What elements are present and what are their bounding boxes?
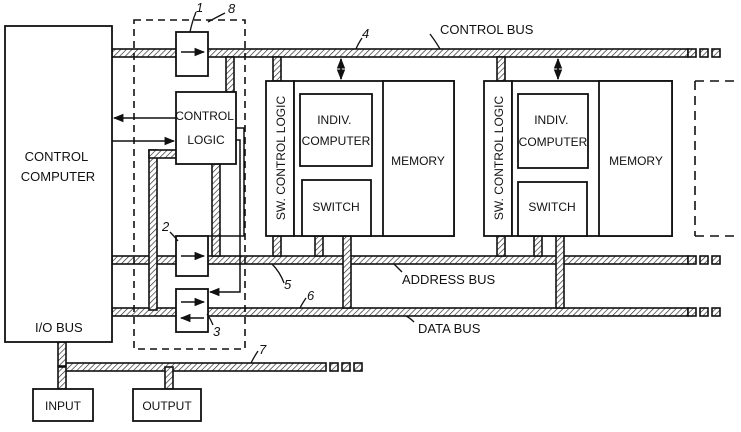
control-logic-to-register-2-line bbox=[208, 127, 245, 237]
unit2-switch-box bbox=[517, 181, 588, 237]
next-unit-stub bbox=[699, 307, 709, 317]
unit1-memory-label: MEMORY bbox=[391, 154, 445, 168]
output-label: OUTPUT bbox=[142, 399, 192, 413]
unit1-memory-box bbox=[382, 80, 455, 237]
input-label: INPUT bbox=[45, 399, 82, 413]
interface-enclosure bbox=[133, 19, 246, 350]
unit2-switch-label: SWITCH bbox=[528, 200, 575, 214]
register-1 bbox=[175, 31, 209, 77]
ref-8-leader bbox=[207, 12, 226, 23]
unit2-switch-data-link bbox=[555, 235, 565, 309]
data-bus-label: DATA BUS bbox=[418, 321, 481, 336]
output-drop bbox=[164, 366, 174, 390]
ref-6: 6 bbox=[307, 288, 315, 303]
io-bus-line bbox=[59, 362, 327, 372]
ref-5-leader bbox=[271, 263, 285, 284]
next-unit-stub bbox=[711, 48, 721, 58]
control-logic-to-register-3-line bbox=[208, 139, 241, 297]
control-logic-feedback-link bbox=[148, 149, 158, 311]
next-unit-stub bbox=[687, 255, 697, 265]
ref-4-leader bbox=[355, 37, 363, 50]
ref-4: 4 bbox=[362, 26, 369, 41]
unit1-indiv-computer-box bbox=[299, 93, 373, 167]
control-bus-label-leader bbox=[429, 33, 441, 50]
ref-6-leader bbox=[299, 297, 307, 309]
control-computer-box bbox=[4, 25, 113, 343]
next-unit-outline bbox=[694, 80, 736, 237]
unit2-address-link bbox=[496, 235, 506, 257]
ref-2-leader bbox=[169, 231, 179, 242]
unit1-switch-data-link bbox=[342, 235, 352, 309]
output-box bbox=[132, 388, 202, 422]
control-bus-label: CONTROL BUS bbox=[440, 22, 534, 37]
unit1-switch-address-link bbox=[314, 235, 324, 257]
control-computer-label: CONTROL COMPUTER bbox=[21, 149, 95, 184]
ref-3-leader bbox=[206, 313, 214, 326]
input-drop bbox=[57, 366, 67, 390]
control-logic-feedback-link bbox=[148, 149, 180, 159]
address-bus-label: ADDRESS BUS bbox=[402, 272, 496, 287]
control-logic-to-control-bus-link bbox=[225, 56, 235, 93]
unit1-address-link bbox=[272, 235, 282, 257]
ref-7-leader bbox=[250, 350, 259, 364]
unit2-control-link bbox=[496, 56, 506, 82]
unit2-memory-label: MEMORY bbox=[609, 154, 663, 168]
next-unit-stub bbox=[699, 255, 709, 265]
unit1-sw-control-logic-label: SW. CONTROL LOGIC bbox=[274, 96, 288, 221]
unit2-indiv-computer-label: INDIV. COMPUTER bbox=[519, 113, 588, 149]
unit2-switch-address-link bbox=[533, 235, 543, 257]
io-bus-stub bbox=[329, 362, 339, 372]
io-bus-drop bbox=[57, 341, 67, 367]
ref-3: 3 bbox=[213, 324, 221, 339]
next-unit-stub bbox=[711, 307, 721, 317]
control-logic-box bbox=[175, 91, 237, 165]
unit1-switch-box bbox=[301, 179, 372, 237]
ref-7: 7 bbox=[259, 342, 267, 357]
input-box bbox=[32, 388, 94, 422]
control-logic-label: CONTROL LOGIC bbox=[175, 109, 237, 147]
next-unit-stub bbox=[687, 307, 697, 317]
ref-2: 2 bbox=[161, 219, 170, 234]
io-bus-stub bbox=[341, 362, 351, 372]
unit1-indiv-computer-label: INDIV. COMPUTER bbox=[302, 113, 371, 148]
ref-5: 5 bbox=[284, 277, 292, 292]
ref-1: 1 bbox=[196, 0, 203, 15]
unit2-memory-box bbox=[598, 80, 673, 237]
control-logic-to-address-bus-link bbox=[211, 163, 221, 257]
next-unit-stub bbox=[687, 48, 697, 58]
unit1-switch-label: SWITCH bbox=[312, 200, 359, 214]
ref-8: 8 bbox=[228, 1, 236, 16]
ref-1-leader bbox=[189, 11, 197, 33]
address-bus-label-leader bbox=[393, 263, 403, 273]
next-unit-stub bbox=[699, 48, 709, 58]
next-unit-stub bbox=[711, 255, 721, 265]
unit2-indiv-computer-box bbox=[517, 93, 589, 169]
io-bus-stub bbox=[353, 362, 363, 372]
unit2-sw-control-logic-label: SW. CONTROL LOGIC bbox=[492, 96, 506, 221]
io-bus-label: I/O BUS bbox=[35, 320, 83, 335]
unit2-sw-control-logic-box bbox=[483, 80, 513, 237]
register-3 bbox=[175, 288, 209, 333]
unit1-control-link bbox=[272, 56, 282, 82]
data-bus-label-leader bbox=[405, 315, 415, 323]
